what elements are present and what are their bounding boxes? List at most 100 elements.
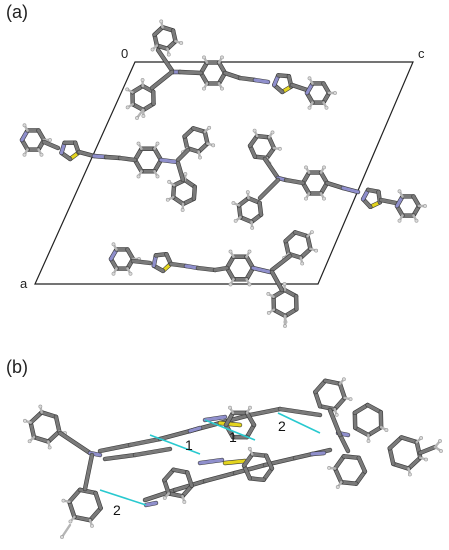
- bond: [242, 464, 252, 480]
- hydrogen-atom: [202, 55, 206, 60]
- hbond-label-2b: 2: [113, 502, 121, 518]
- bond: [103, 453, 137, 461]
- hydrogen-atom: [162, 496, 167, 500]
- hydrogen-atom: [155, 174, 160, 179]
- hydrogen-atom: [322, 196, 326, 201]
- bond: [224, 423, 235, 439]
- hydrogen-atom: [166, 52, 171, 57]
- hydrogen-atom: [150, 47, 155, 52]
- bond: [278, 407, 322, 417]
- bond: [267, 135, 276, 150]
- bond: [180, 484, 194, 498]
- hbond-label-2a: 2: [278, 418, 286, 434]
- bond: [224, 411, 235, 427]
- hydrogen-atom: [266, 291, 271, 296]
- bond: [333, 396, 347, 411]
- hbond-line-2a: [277, 412, 321, 434]
- hbond-label-1a: 1: [185, 437, 193, 453]
- hydrogen-atom: [135, 116, 139, 120]
- bond: [263, 157, 280, 180]
- bond: [262, 466, 274, 482]
- bond: [354, 469, 367, 486]
- hydrogen-atom: [414, 218, 419, 223]
- hydrogen-atom: [38, 404, 43, 409]
- hydrogen-atom: [111, 242, 116, 247]
- bond: [40, 410, 58, 419]
- hydrogen-atom: [228, 405, 232, 410]
- bond: [203, 471, 237, 483]
- hydrogen-atom: [342, 377, 346, 382]
- hydrogen-atom: [140, 78, 145, 82]
- hydrogen-atom: [266, 310, 271, 315]
- bond: [93, 491, 103, 510]
- bond: [258, 178, 280, 200]
- hydrogen-atom: [22, 123, 27, 128]
- hydrogen-atom: [282, 282, 287, 286]
- bond: [36, 128, 46, 142]
- hydrogen-atom: [270, 130, 275, 135]
- bond: [242, 452, 254, 468]
- hydrogen-atom: [310, 230, 314, 234]
- hydrogen-atom: [304, 165, 308, 170]
- bond: [196, 266, 217, 272]
- bond: [198, 458, 224, 465]
- bond: [342, 454, 361, 460]
- bond: [406, 456, 422, 471]
- bond: [77, 150, 96, 158]
- hydrogen-atom: [220, 55, 224, 60]
- hydrogen-atom: [247, 282, 252, 287]
- hydrogen-atom: [307, 105, 312, 110]
- hydrogen-atom: [424, 457, 428, 462]
- bond: [391, 462, 411, 471]
- hydrogen-atom: [439, 449, 443, 453]
- bond: [251, 266, 272, 274]
- hydrogen-atom: [39, 152, 44, 157]
- bond: [305, 234, 313, 251]
- bond: [415, 440, 422, 460]
- bond: [98, 443, 132, 453]
- bond: [339, 480, 358, 486]
- hydrogen-atom: [198, 155, 202, 160]
- bond: [46, 429, 61, 444]
- hydrogen-atom: [334, 413, 339, 417]
- hbond-lines: [99, 412, 321, 506]
- bond: [313, 379, 327, 394]
- hydrogen-atom: [278, 146, 282, 151]
- bond: [158, 429, 192, 441]
- bond: [72, 515, 92, 522]
- hydrogen-atom: [155, 141, 160, 146]
- bond: [284, 178, 305, 185]
- axis-label-origin: 0: [121, 46, 128, 61]
- bond: [188, 426, 202, 433]
- hydrogen-atom: [61, 498, 66, 503]
- hydrogen-atom: [111, 271, 116, 276]
- hydrogen-atom: [228, 249, 233, 254]
- bond: [78, 488, 98, 495]
- dimer: [23, 377, 443, 539]
- hydrogen-atom: [211, 143, 216, 148]
- hydrogen-atom: [128, 271, 133, 276]
- hydrogen-atom: [250, 225, 255, 230]
- hydrogen-atom: [324, 105, 329, 110]
- hydrogen-atom: [327, 466, 332, 470]
- bond: [379, 198, 398, 205]
- bond: [185, 470, 194, 488]
- hydrogen-atom: [348, 397, 353, 402]
- hydrogen-atom: [68, 519, 73, 524]
- bond: [67, 488, 82, 504]
- bond: [341, 186, 360, 194]
- bond: [178, 70, 203, 75]
- bond: [318, 404, 337, 411]
- bond: [162, 478, 171, 496]
- bond: [32, 435, 50, 444]
- hydrogen-atom: [136, 174, 141, 179]
- bond: [29, 420, 36, 439]
- bond: [333, 454, 346, 471]
- bond: [233, 463, 267, 475]
- panel-a: (a) 0 c a: [6, 2, 427, 328]
- molecule-bottom: [108, 230, 319, 328]
- bond: [366, 425, 383, 437]
- bond: [144, 501, 158, 507]
- bond: [313, 390, 322, 408]
- bond: [388, 446, 395, 466]
